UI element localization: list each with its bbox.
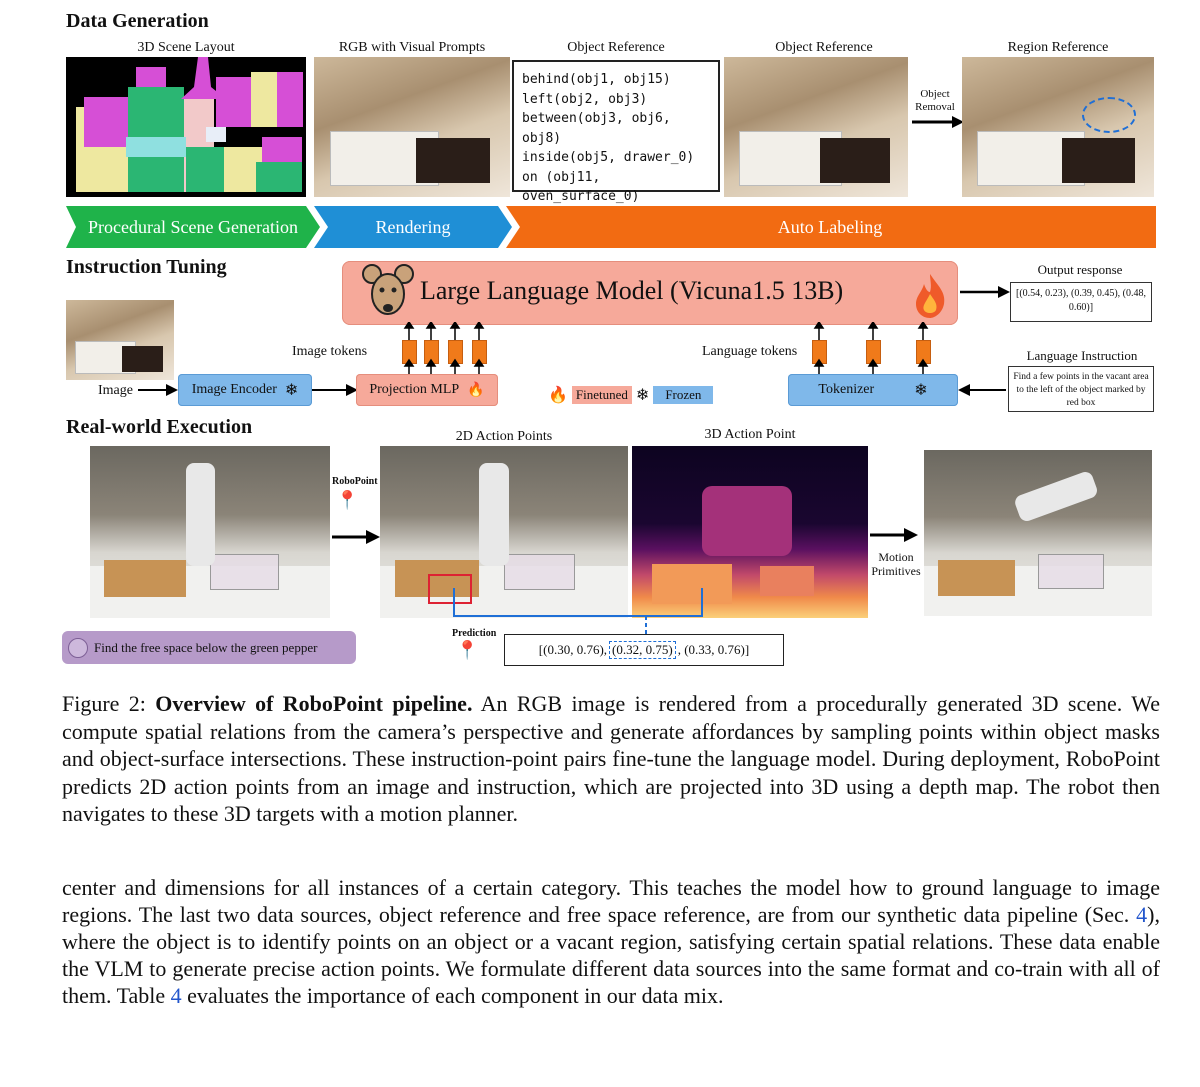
prediction-label: Prediction [452, 628, 497, 639]
real-world-title: Real-world Execution [66, 416, 253, 438]
flame-icon: 🔥 [467, 382, 485, 398]
prediction-icon: 📍 [456, 640, 479, 660]
figure-label: Figure 2: [62, 691, 146, 716]
stage-procedural-label: Procedural Scene Generation [88, 216, 298, 237]
output-arrow [960, 286, 1010, 298]
body-text-part2: ), where the object is to identify point… [62, 902, 1160, 1008]
prediction-value: [(0.30, 0.76), [538, 642, 608, 657]
action-point-3d-caption: 3D Action Point [704, 427, 796, 442]
rgb-caption: RGB with Visual Prompts [338, 40, 486, 55]
depth-robot-shape [702, 486, 792, 556]
depth-map-image [632, 446, 868, 618]
snowflake-icon: ❄ [914, 382, 928, 399]
language-tokens-label: Language tokens [702, 344, 798, 359]
input-image-thumbnail [66, 300, 174, 380]
image-encoder-box: Image Encoder ❄ [178, 374, 312, 406]
rgb-visual-prompts-image [314, 57, 510, 197]
stage-rendering-arrow [314, 206, 512, 248]
snowflake-icon: ❄ [284, 382, 299, 399]
image-encoder-label: Image Encoder [191, 382, 277, 397]
mouse-icon [362, 264, 414, 315]
object-removal-label: Object Removal [915, 88, 955, 113]
tokenizer-label: Tokenizer [818, 382, 875, 397]
object-reference-image [724, 57, 908, 197]
stage-rendering-label: Rendering [375, 216, 451, 237]
body-paragraph: center and dimensions for all instances … [62, 874, 1160, 1009]
instruction-prompt-bubble: Find the free space below the green pepp… [62, 631, 356, 664]
robopoint-icon: 📍 [336, 490, 359, 510]
region-marker [1082, 97, 1136, 133]
stage-procedural-arrow [66, 206, 320, 248]
region-reference-caption: Region Reference [1007, 40, 1109, 55]
projection-mlp-label: Projection MLP [369, 382, 460, 397]
depth-box-shape [760, 566, 814, 596]
action-points-2d-image [380, 446, 628, 618]
language-instruction-box: Find a few points in the vacant area to … [1008, 366, 1154, 412]
robot-arm [186, 463, 215, 567]
instruction-tuning-title: Instruction Tuning [66, 256, 227, 278]
flame-icon [916, 274, 945, 318]
instruction-prompt-text: Find the free space below the green pepp… [94, 639, 318, 655]
code-line: on (obj11, oven_surface_0) [522, 169, 640, 205]
real-world-scene-image [90, 446, 330, 618]
motion-arrow [870, 528, 918, 542]
pipeline-stage-band [66, 206, 1156, 248]
action-point-marker [428, 574, 472, 604]
robot-execution-image [924, 450, 1152, 616]
language-instruction-title: Language Instruction [1026, 348, 1138, 363]
action-points-2d-caption: 2D Action Points [455, 429, 553, 444]
llm-box [342, 261, 958, 325]
body-text-part3: evaluates the importance of each compone… [181, 983, 724, 1008]
image-token-arrows [403, 322, 485, 374]
depth-stairs-shape [652, 564, 732, 604]
flame-icon: 🔥 [548, 387, 568, 404]
body-text-part1: center and dimensions for all instances … [62, 875, 1160, 927]
robopoint-arrow [332, 530, 380, 544]
tokenizer-box: Tokenizer ❄ [788, 374, 958, 406]
prediction-value: , (0.33, 0.76)] [677, 642, 750, 657]
output-response-box: [(0.54, 0.23), (0.39, 0.45), (0.48, 0.60… [1010, 282, 1152, 322]
prediction-connector-lines [453, 588, 703, 634]
encoder-arrow [312, 384, 358, 396]
table-link[interactable]: 4 [170, 983, 182, 1008]
figure-caption-text: An RGB image is rendered from a procedur… [62, 691, 1160, 826]
section-link[interactable]: 4 [1136, 902, 1148, 927]
legend-finetuned: Finetuned [571, 386, 632, 404]
projection-mlp-box: Projection MLP 🔥 [356, 374, 498, 406]
output-response-title: Output response [1037, 262, 1123, 277]
language-token-arrows [813, 322, 929, 374]
region-reference-image [962, 57, 1154, 197]
robot-arm [1013, 469, 1100, 523]
data-generation-title: Data Generation [66, 10, 209, 32]
snowflake-icon: ❄ [635, 387, 650, 404]
legend: 🔥 Finetuned ❄ Frozen [548, 385, 714, 405]
object-reference-caption-2: Object Reference [775, 40, 873, 55]
legend-frozen: Frozen [653, 386, 714, 404]
code-line: behind(obj1, obj15) [522, 72, 671, 87]
stage-auto-labeling-arrow [506, 206, 1156, 248]
code-line: between(obj3, obj6, obj8) [522, 111, 671, 146]
image-label: Image [98, 383, 133, 398]
stage-auto-labeling-label: Auto Labeling [777, 216, 883, 237]
object-reference-caption: Object Reference [567, 40, 665, 55]
figure-caption: Figure 2: Overview of RoboPoint pipeline… [62, 690, 1160, 828]
object-reference-code-box: behind(obj1, obj15) left(obj2, obj3) bet… [512, 60, 720, 224]
scene-layout-caption: 3D Scene Layout [137, 40, 235, 55]
prediction-value-highlighted: (0.32, 0.75) [609, 641, 676, 659]
user-icon [68, 637, 88, 658]
scene-layout-drawing [76, 57, 303, 192]
robot-arm [479, 463, 509, 567]
figure-caption-bold: Overview of RoboPoint pipeline. [155, 691, 473, 716]
scene-layout-image [66, 57, 306, 197]
code-line: left(obj2, obj3) [522, 91, 648, 107]
code-line: inside(obj5, drawer_0) [522, 150, 695, 165]
object-removal-arrow [912, 116, 964, 128]
robopoint-label: RoboPoint [332, 476, 378, 487]
image-arrow [138, 384, 178, 396]
prediction-box: [(0.30, 0.76), (0.32, 0.75) , (0.33, 0.7… [504, 634, 784, 666]
motion-primitives-label: Motion Primitives [871, 550, 921, 578]
instruction-arrow [958, 384, 1006, 396]
llm-label: Large Language Model (Vicuna1.5 13B) [420, 276, 844, 305]
image-tokens-label: Image tokens [292, 344, 368, 359]
